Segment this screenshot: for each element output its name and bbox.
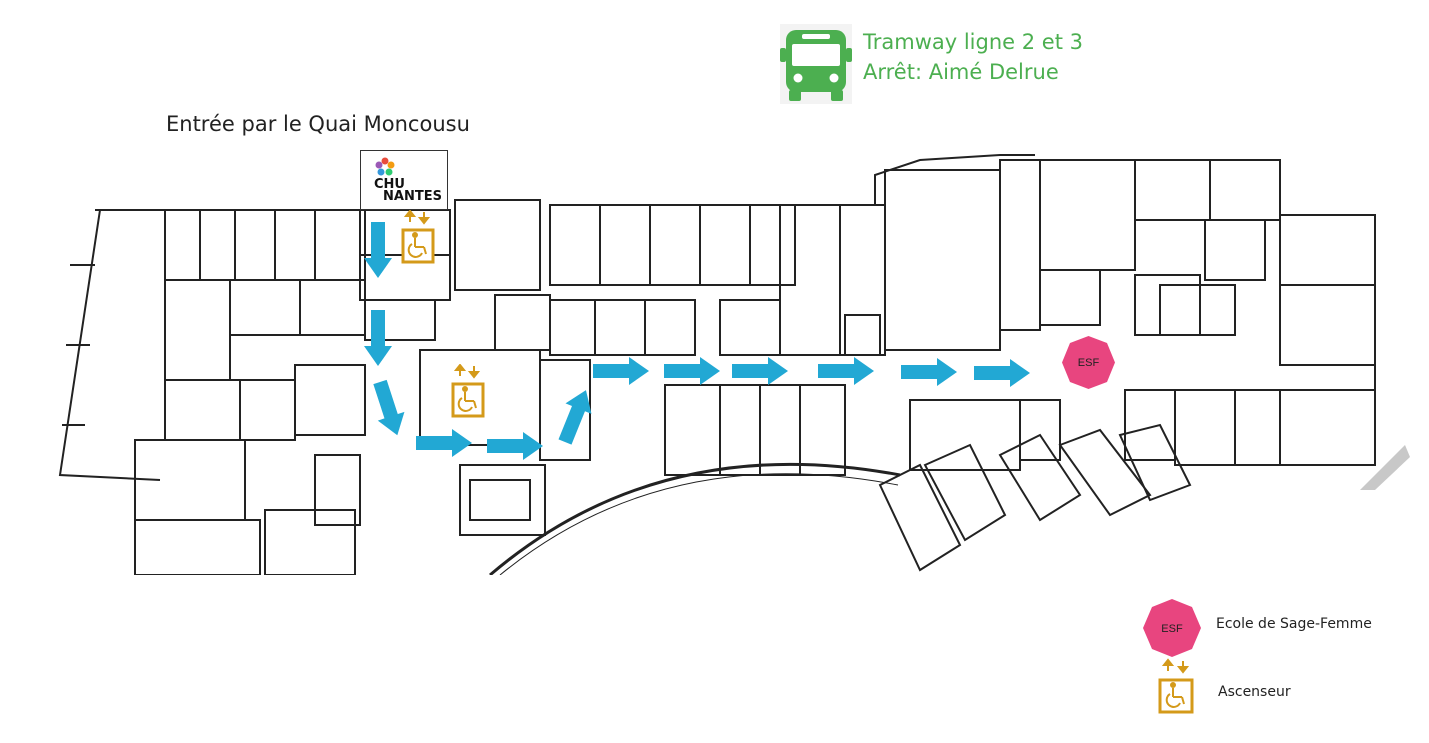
logo-text-chu: CHU xyxy=(374,177,405,192)
esf-destination-marker: ESF xyxy=(1062,336,1115,389)
route-arrow-icon xyxy=(487,432,543,460)
route-arrow-icon xyxy=(818,357,874,385)
flower-logo-icon xyxy=(375,157,395,176)
legend-elevator-icon xyxy=(1158,658,1194,714)
route-arrow-icon xyxy=(732,357,788,385)
legend-esf-label: Ecole de Sage-Femme xyxy=(1216,616,1372,632)
route-arrow-icon xyxy=(664,357,720,385)
tram-line-text: Tramway ligne 2 et 3 xyxy=(863,30,1083,54)
logo-text-nantes: NANTES xyxy=(383,189,442,204)
route-arrow-icon xyxy=(366,377,411,440)
route-arrow-icon xyxy=(364,310,392,366)
bus-icon xyxy=(780,24,852,104)
esf-marker-label: ESF xyxy=(1078,357,1100,369)
wheelchair-elevator-icon xyxy=(451,364,485,418)
route-arrow-icon xyxy=(552,384,599,448)
legend-esf-marker: ESF xyxy=(1143,599,1201,657)
wheelchair-elevator-icon xyxy=(401,210,435,264)
route-arrow-icon xyxy=(901,358,957,386)
route-arrow-icon xyxy=(593,357,649,385)
floor-plan xyxy=(58,154,1410,575)
legend-elevator-label: Ascenseur xyxy=(1218,684,1291,700)
entrance-label: Entrée par le Quai Moncousu xyxy=(166,112,470,136)
legend-esf-abbr: ESF xyxy=(1161,623,1183,635)
tram-stop-text: Arrêt: Aimé Delrue xyxy=(863,60,1059,84)
chu-nantes-logo: CHU NANTES xyxy=(360,150,448,210)
route-arrow-icon xyxy=(416,429,472,457)
route-arrow-icon xyxy=(364,222,392,278)
route-arrow-icon xyxy=(974,359,1030,387)
